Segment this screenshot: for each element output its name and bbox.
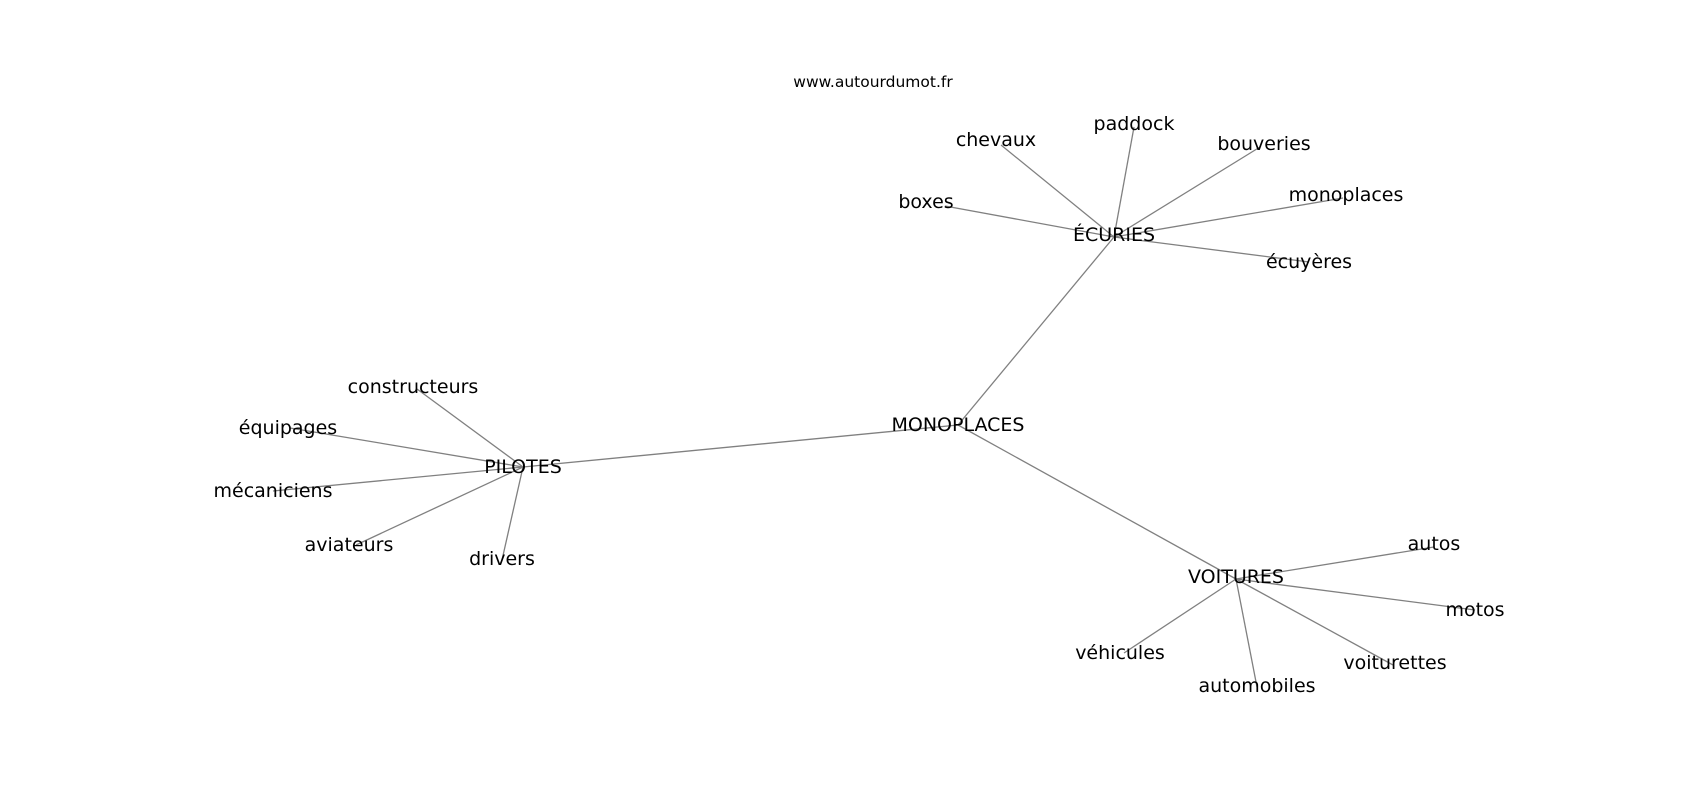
edge-pilotes-equipages <box>289 427 524 468</box>
node-leaf-paddock: paddock <box>1094 113 1175 135</box>
node-leaf-monoplaces: monoplaces <box>1289 184 1404 206</box>
node-leaf-drivers: drivers <box>469 548 535 570</box>
edge-voitures-motos <box>1235 578 1476 611</box>
node-hub-pilotes: PILOTES <box>484 456 562 478</box>
edge-voitures-autos <box>1235 546 1435 580</box>
edge-pilotes-aviateurs <box>355 466 524 546</box>
node-leaf-autos: autos <box>1408 533 1461 555</box>
node-leaf-equipages: équipages <box>239 417 337 439</box>
node-leaf-voiturettes: voiturettes <box>1343 652 1446 674</box>
edge-center-voitures <box>957 424 1237 580</box>
site-url: www.autourdumot.fr <box>793 73 953 91</box>
node-leaf-automobiles: automobiles <box>1198 675 1315 697</box>
node-leaf-constructeurs: constructeurs <box>348 376 479 398</box>
edge-ecuries-boxes <box>944 205 1115 238</box>
edge-ecuries-paddock <box>1113 126 1135 238</box>
edges-layer <box>272 126 1476 688</box>
edge-voitures-voiturettes <box>1235 578 1394 666</box>
edge-center-ecuries <box>957 236 1115 426</box>
edge-voitures-automobiles <box>1235 578 1258 688</box>
edge-pilotes-mecaniciens <box>272 466 524 492</box>
edge-ecuries-chevaux <box>1000 144 1115 238</box>
edge-voitures-vehicules <box>1123 578 1237 654</box>
node-leaf-chevaux: chevaux <box>956 129 1036 151</box>
edge-center-pilotes <box>522 424 959 468</box>
node-center: MONOPLACES <box>892 414 1025 436</box>
node-leaf-mecaniciens: mécaniciens <box>214 480 333 502</box>
node-leaf-bouveries: bouveries <box>1217 133 1310 155</box>
edge-ecuries-ecuyeres <box>1113 236 1310 263</box>
edge-pilotes-constructeurs <box>416 388 524 468</box>
node-leaf-boxes: boxes <box>898 191 953 213</box>
node-hub-ecuries: ÉCURIES <box>1073 223 1155 246</box>
node-leaf-aviateurs: aviateurs <box>305 534 394 556</box>
node-hub-voitures: VOITURES <box>1188 566 1284 588</box>
node-leaf-vehicules: véhicules <box>1075 642 1165 664</box>
node-leaf-ecuyeres: écuyères <box>1266 251 1352 273</box>
node-leaf-motos: motos <box>1445 599 1504 621</box>
edge-ecuries-bouveries <box>1113 146 1261 238</box>
edge-pilotes-drivers <box>501 466 524 561</box>
edge-ecuries-monoplaces <box>1113 197 1344 238</box>
